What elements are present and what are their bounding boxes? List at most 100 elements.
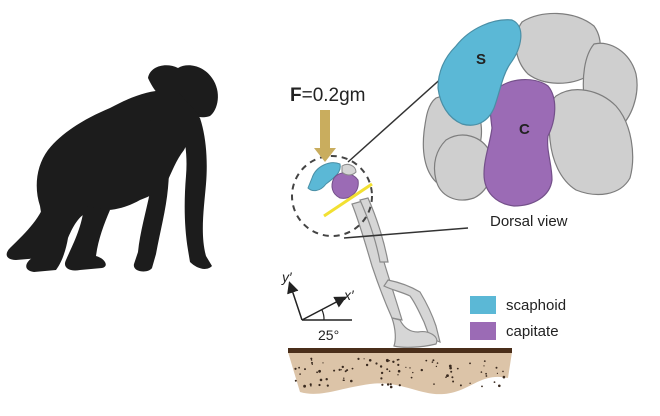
soil-speck bbox=[379, 365, 383, 368]
soil-speck bbox=[480, 371, 483, 373]
legend-label-scaphoid: scaphoid bbox=[506, 297, 566, 314]
soil-speck bbox=[432, 359, 435, 362]
soil-speck bbox=[450, 370, 453, 373]
soil-speck bbox=[412, 371, 414, 374]
soil-speck bbox=[326, 384, 329, 387]
soil-speck bbox=[431, 361, 434, 363]
soil-speck bbox=[469, 362, 471, 365]
soil-speck bbox=[493, 381, 496, 383]
soil-speck bbox=[299, 373, 301, 375]
soil-speck bbox=[333, 369, 336, 372]
wrist-carpals-small bbox=[307, 162, 359, 199]
soil-speck bbox=[446, 374, 449, 377]
soil-speck bbox=[346, 369, 349, 372]
soil-speck bbox=[344, 370, 347, 373]
soil-speck bbox=[310, 357, 313, 360]
soil-speck bbox=[357, 357, 360, 360]
ground bbox=[288, 348, 512, 395]
capitate-bone bbox=[483, 79, 556, 207]
forelimb-bones bbox=[351, 197, 441, 348]
hamate-bone bbox=[548, 89, 634, 196]
soil-speck bbox=[310, 385, 312, 387]
soil-speck bbox=[388, 370, 391, 373]
soil-speck bbox=[502, 370, 504, 373]
soil-speck bbox=[448, 364, 452, 368]
soil-speck bbox=[388, 360, 391, 362]
soil-speck bbox=[397, 363, 400, 366]
soil-speck bbox=[452, 380, 455, 383]
connector-line-bottom bbox=[343, 227, 469, 239]
soil-speck bbox=[294, 379, 297, 382]
soil-speck bbox=[435, 365, 438, 368]
carpal-inset bbox=[422, 12, 638, 207]
triquetrum-bone bbox=[433, 134, 493, 201]
soil-speck bbox=[420, 368, 423, 372]
soil-speck bbox=[319, 378, 323, 382]
soil-speck bbox=[311, 361, 313, 364]
wrist-highlight-circle bbox=[291, 155, 373, 237]
soil-speck bbox=[483, 365, 485, 367]
soil-speck bbox=[343, 377, 345, 379]
ape-silhouette bbox=[6, 65, 218, 272]
section-line bbox=[323, 182, 373, 218]
soil-speck bbox=[456, 367, 459, 370]
soil-speck bbox=[304, 368, 306, 371]
soil-speck bbox=[338, 368, 341, 371]
scaphoid-letter: S bbox=[476, 51, 486, 68]
soil-speck bbox=[325, 378, 328, 381]
soil-speck bbox=[381, 383, 384, 386]
soil-speck bbox=[318, 369, 321, 373]
soil-speck bbox=[433, 383, 435, 385]
soil-speck bbox=[449, 366, 452, 370]
soil-speck bbox=[483, 360, 486, 362]
soil-speck bbox=[322, 362, 324, 364]
soil-speck bbox=[365, 363, 369, 367]
soil-speck bbox=[351, 367, 354, 370]
legend-label-capitate: capitate bbox=[506, 323, 559, 340]
soil-speck bbox=[485, 372, 487, 375]
soil-speck bbox=[340, 369, 342, 371]
soil-speck bbox=[363, 358, 365, 360]
y-axis-arrow bbox=[287, 281, 303, 321]
soil-speck bbox=[451, 376, 454, 379]
soil-speck bbox=[392, 360, 395, 363]
soil-speck bbox=[485, 375, 488, 377]
angle-label: 25° bbox=[318, 327, 339, 343]
scaphoid-bone bbox=[437, 19, 522, 126]
soil-speck bbox=[503, 377, 505, 379]
capitate-letter: C bbox=[519, 121, 530, 138]
view-label: Dorsal view bbox=[490, 213, 568, 230]
x-axis-label: x′ bbox=[343, 287, 355, 303]
soil-speck bbox=[397, 369, 401, 373]
soil-speck bbox=[469, 382, 471, 384]
soil-speck bbox=[496, 372, 498, 374]
soil-speck bbox=[298, 366, 300, 369]
force-label: F=0.2gm bbox=[290, 85, 366, 106]
soil-speck bbox=[303, 384, 306, 388]
soil-speck bbox=[342, 379, 345, 382]
legend-swatch-capitate bbox=[470, 322, 496, 340]
legend-swatch-scaphoid bbox=[470, 296, 496, 314]
soil-speck bbox=[481, 385, 483, 388]
soil-speck bbox=[410, 376, 413, 379]
soil-speck bbox=[396, 359, 399, 361]
soil-speck bbox=[498, 384, 501, 388]
soil-speck bbox=[409, 367, 411, 369]
soil-speck bbox=[368, 359, 372, 362]
soil-speck bbox=[316, 371, 318, 374]
soil-speck bbox=[425, 359, 428, 362]
soil-speck bbox=[386, 368, 389, 371]
soil-speck bbox=[311, 363, 313, 365]
soil-speck bbox=[389, 383, 392, 386]
soil-speck bbox=[318, 383, 321, 387]
soil-speck bbox=[380, 377, 383, 380]
soil-speck bbox=[436, 362, 439, 364]
soil-speck bbox=[459, 384, 462, 387]
x-axis-arrow bbox=[301, 296, 347, 321]
soil-speck bbox=[341, 365, 344, 369]
soil-speck bbox=[385, 358, 389, 362]
y-axis-label: y′ bbox=[281, 269, 293, 285]
ground-texture bbox=[294, 357, 506, 389]
